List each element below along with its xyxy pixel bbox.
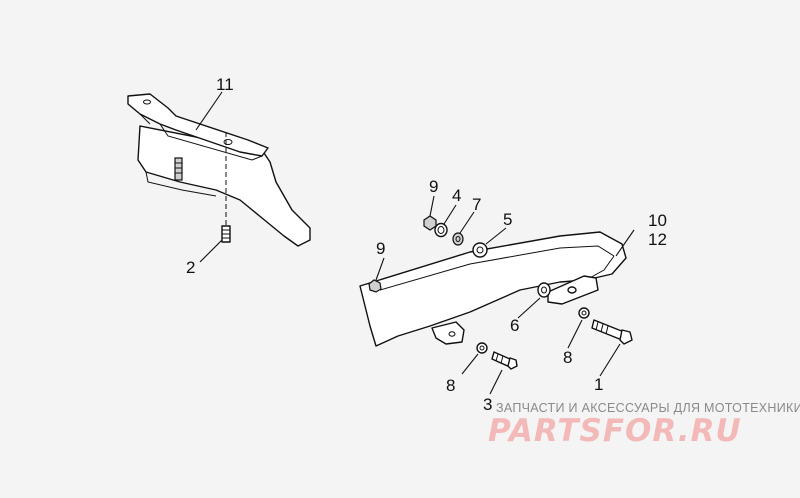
- callout-10: 10: [648, 211, 667, 230]
- callout-2: 2: [186, 258, 195, 277]
- mounting-tab: [431, 321, 465, 345]
- callout-8-right: 8: [563, 348, 572, 367]
- callout-11: 11: [216, 75, 234, 94]
- washer-8-lower: [476, 342, 488, 354]
- callout-6: 6: [510, 316, 519, 335]
- callout-8-lower: 8: [446, 376, 455, 395]
- callout-12: 12: [648, 230, 667, 249]
- lower-guard-top-edge: [379, 245, 615, 291]
- callout-3: 3: [483, 395, 492, 414]
- chain-guard-lower-assembly: [359, 231, 627, 347]
- callouts: 11 2 9 4 7 5 9 6 8 8 3 1 10 12: [186, 75, 667, 414]
- bracket-fold: [139, 113, 263, 161]
- watermark-logo: PARTSFOR.RU: [488, 413, 742, 449]
- bolt-2: [221, 225, 231, 243]
- washer-8-right: [578, 307, 590, 319]
- callout-9-lower: 9: [376, 239, 385, 258]
- plate-hole: [143, 99, 151, 105]
- chain-guard-upper-assembly: [127, 93, 311, 247]
- watermark-caption: ЗАПЧАСТИ И АКСЕССУАРЫ ДЛЯ МОТОТЕХНИКИ: [496, 401, 800, 415]
- guard-edge: [145, 171, 217, 197]
- bolt-3: [491, 351, 518, 370]
- callout-1: 1: [594, 375, 603, 394]
- spacer-5: [472, 242, 488, 258]
- bolt-3-head: [507, 357, 518, 370]
- callout-9-upper: 9: [429, 177, 438, 196]
- bolt-1: [591, 319, 633, 345]
- guard-body: [137, 125, 311, 247]
- sleeve-4: [434, 222, 448, 238]
- callout-4: 4: [452, 186, 461, 205]
- bolt-1-head: [619, 329, 633, 345]
- hardware-stack: [368, 215, 590, 354]
- nut-9-upper: [423, 215, 437, 231]
- leader-lines: [195, 91, 635, 395]
- washer-7: [452, 232, 464, 246]
- spacer-6: [537, 282, 551, 298]
- nut-9-lower: [368, 279, 382, 293]
- slot-detail: [174, 157, 183, 181]
- bolt-1-shank: [591, 319, 625, 341]
- callout-5: 5: [503, 210, 512, 229]
- callout-7: 7: [472, 195, 481, 214]
- plate-hole-2: [223, 139, 233, 145]
